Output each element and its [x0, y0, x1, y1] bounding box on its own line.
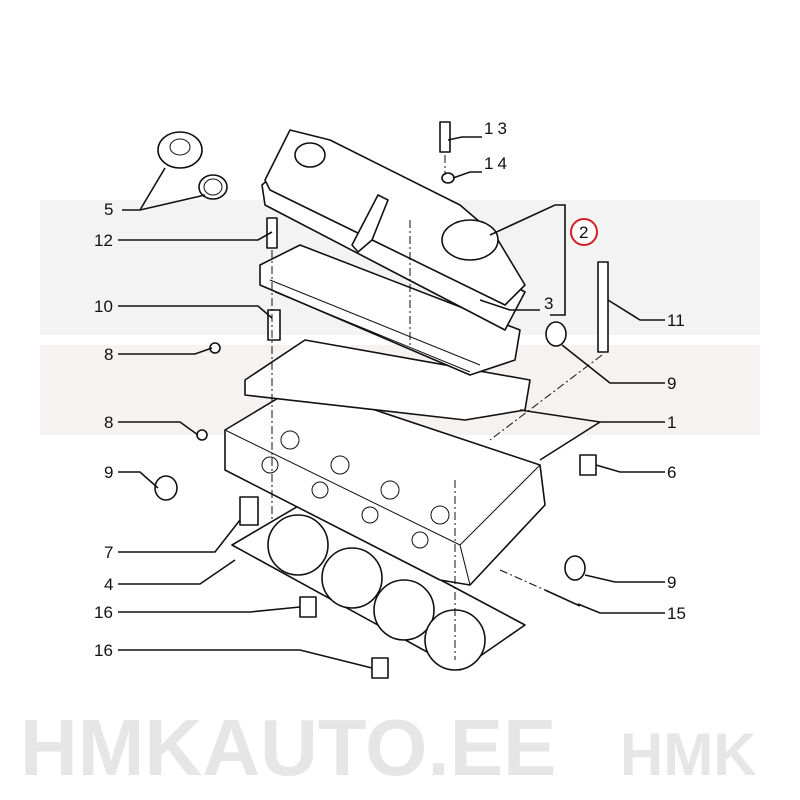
part-label-12[interactable]: 12	[94, 231, 113, 250]
part-label-4[interactable]: 4	[104, 575, 113, 594]
camshaft-carrier	[244, 244, 531, 421]
part-label-8[interactable]: 8	[104, 345, 113, 364]
part-label-1[interactable]: 1	[667, 413, 676, 432]
leader-lines	[118, 136, 665, 669]
part-label-2[interactable]: 2	[579, 223, 588, 242]
head-gasket	[231, 504, 526, 671]
part-labels: 13 14 5 12 2 3 11 10 8 9 8 1 9 6 7 4 9 1…	[94, 119, 686, 660]
part-label-7[interactable]: 7	[104, 543, 113, 562]
part-label-5[interactable]: 5	[104, 200, 113, 219]
part-label-3[interactable]: 3	[544, 294, 553, 313]
part-label-11[interactable]: 11	[667, 311, 685, 330]
watermark-logo-text: HMK	[620, 721, 757, 788]
watermark-text: HMKAUTO.EE	[20, 703, 556, 792]
watermark: HMKAUTO.EE HMK	[20, 703, 757, 792]
part-label-9[interactable]: 9	[104, 463, 113, 482]
part-label-16[interactable]: 16	[94, 641, 113, 660]
oil-filler-cap	[157, 131, 228, 200]
part-label-16[interactable]: 16	[94, 603, 113, 622]
alignment-lines	[271, 155, 603, 660]
part-label-9[interactable]: 9	[667, 374, 676, 393]
part-label-13[interactable]: 13	[484, 119, 511, 138]
part-label-15[interactable]: 15	[667, 604, 686, 623]
part-label-9[interactable]: 9	[667, 573, 676, 592]
part-label-8[interactable]: 8	[104, 413, 113, 432]
part-label-6[interactable]: 6	[667, 463, 676, 482]
valve-cover	[264, 129, 526, 306]
callout-circle-2	[570, 218, 598, 246]
part-label-14[interactable]: 14	[484, 154, 511, 173]
part-label-10[interactable]: 10	[94, 297, 113, 316]
